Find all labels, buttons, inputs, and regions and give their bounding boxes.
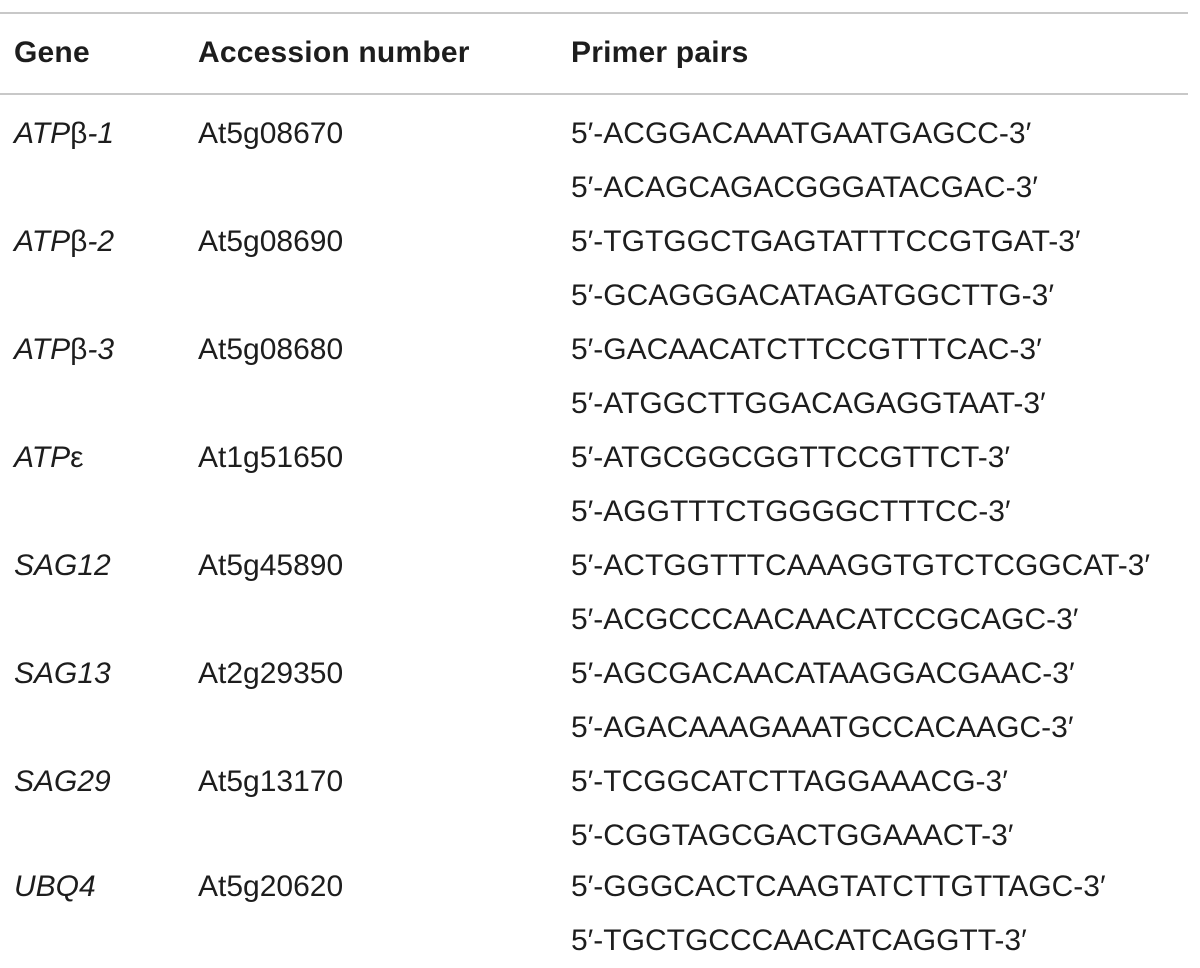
reverse-primer: 5′-TGCTGCCCAACATCAGGTT-3′ xyxy=(571,924,1027,957)
forward-primer: 5′-TGTGGCTGAGTATTTCCGTGAT-3′ xyxy=(571,225,1081,258)
header-rule xyxy=(0,93,1188,95)
table-top-rule xyxy=(0,12,1188,14)
forward-primer: 5′-ACGGACAAATGAATGAGCC-3′ xyxy=(571,117,1032,150)
reverse-primer: 5′-GCAGGGACATAGATGGCTTG-3′ xyxy=(571,279,1054,312)
accession-number: At5g08690 xyxy=(198,225,344,258)
gene-name: UBQ4 xyxy=(14,870,96,903)
header-primer-pairs: Primer pairs xyxy=(571,36,749,69)
forward-primer: 5′-ATGCGGCGGTTCCGTTCT-3′ xyxy=(571,441,1011,474)
header-gene: Gene xyxy=(14,36,90,69)
forward-primer: 5′-ACTGGTTTCAAAGGTGTCTCGGCAT-3′ xyxy=(571,549,1151,582)
reverse-primer: 5′-CGGTAGCGACTGGAAACT-3′ xyxy=(571,819,1014,852)
header-accession-number: Accession number xyxy=(198,36,470,69)
forward-primer: 5′-TCGGCATCTTAGGAAACG-3′ xyxy=(571,765,1008,798)
reverse-primer: 5′-AGACAAAGAAATGCCACAAGC-3′ xyxy=(571,711,1074,744)
table-row: SAG13 At2g29350 5′-AGCGACAACATAAGGACGAAC… xyxy=(0,647,1200,755)
reverse-primer: 5′-ATGGCTTGGACAGAGGTAAT-3′ xyxy=(571,387,1046,420)
accession-number: At2g29350 xyxy=(198,657,344,690)
table-row: SAG12 At5g45890 5′-ACTGGTTTCAAAGGTGTCTCG… xyxy=(0,539,1200,647)
accession-number: At5g08670 xyxy=(198,117,344,150)
accession-number: At1g51650 xyxy=(198,441,344,474)
forward-primer: 5′-GACAACATCTTCCGTTTCAC-3′ xyxy=(571,333,1042,366)
gene-name: ATPβ-1 xyxy=(14,117,115,150)
table-row: ATPε At1g51650 5′-ATGCGGCGGTTCCGTTCT-3′ … xyxy=(0,431,1200,539)
forward-primer: 5′-GGGCACTCAAGTATCTTGTTAGC-3′ xyxy=(571,870,1106,903)
gene-name: ATPε xyxy=(14,441,84,474)
accession-number: At5g45890 xyxy=(198,549,344,582)
accession-number: At5g08680 xyxy=(198,333,344,366)
table-row: ATPβ-2 At5g08690 5′-TGTGGCTGAGTATTTCCGTG… xyxy=(0,215,1200,323)
table-row: ATPβ-1 At5g08670 5′-ACGGACAAATGAATGAGCC-… xyxy=(0,107,1200,215)
gene-name: SAG29 xyxy=(14,765,111,798)
gene-name: SAG12 xyxy=(14,549,111,582)
gene-name: ATPβ-3 xyxy=(14,333,115,366)
table-row: UBQ4 At5g20620 5′-GGGCACTCAAGTATCTTGTTAG… xyxy=(0,860,1200,968)
reverse-primer: 5′-AGGTTTCTGGGGCTTTCC-3′ xyxy=(571,495,1011,528)
reverse-primer: 5′-ACGCCCAACAACATCCGCAGC-3′ xyxy=(571,603,1079,636)
table-row: ATPβ-3 At5g08680 5′-GACAACATCTTCCGTTTCAC… xyxy=(0,323,1200,431)
forward-primer: 5′-AGCGACAACATAAGGACGAAC-3′ xyxy=(571,657,1075,690)
gene-name: SAG13 xyxy=(14,657,111,690)
table-row: SAG29 At5g13170 5′-TCGGCATCTTAGGAAACG-3′… xyxy=(0,755,1200,863)
accession-number: At5g20620 xyxy=(198,870,344,903)
reverse-primer: 5′-ACAGCAGACGGGATACGAC-3′ xyxy=(571,171,1038,204)
gene-name: ATPβ-2 xyxy=(14,225,115,258)
accession-number: At5g13170 xyxy=(198,765,344,798)
